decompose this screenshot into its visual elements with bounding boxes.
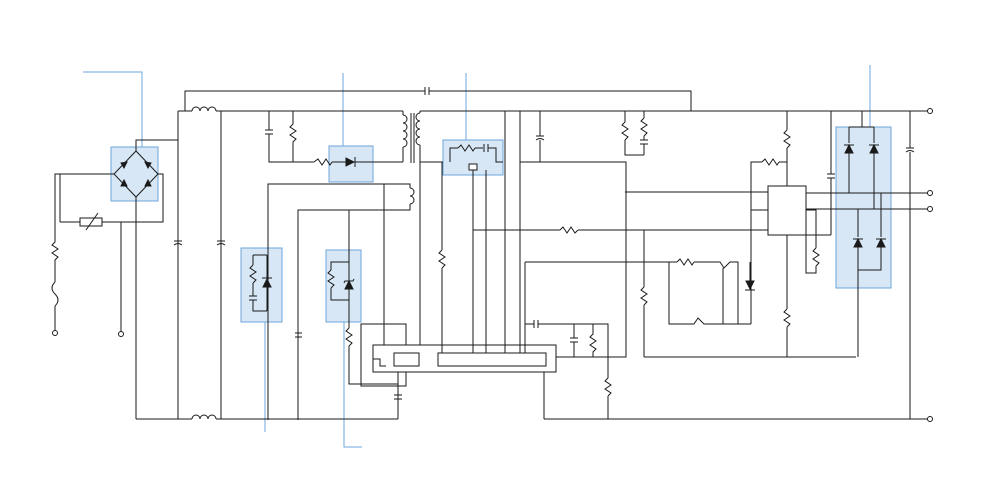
sense-resistor — [604, 377, 612, 397]
output-rectifier — [806, 108, 933, 422]
common-mode-choke-bottom — [191, 414, 217, 420]
clamp-resistor — [289, 111, 297, 162]
rcd-diode — [345, 157, 356, 167]
bridge-rectifier-highlight — [110, 146, 159, 202]
bridge-diode-3 — [120, 178, 128, 187]
rcd-network-left — [249, 254, 302, 338]
rcd-resistor — [313, 158, 333, 166]
leader-lines — [83, 65, 871, 448]
input-section — [51, 139, 226, 419]
output-rectifier-highlight — [835, 126, 892, 289]
rz-network-highlight — [325, 249, 362, 323]
output-terminal-3 — [927, 206, 933, 212]
right-resistor-3 — [640, 286, 648, 306]
output-terminal-2 — [927, 190, 933, 196]
opto-resistor — [676, 258, 695, 266]
right-resistor-2 — [640, 117, 648, 137]
controller-ic — [437, 352, 547, 367]
snubber-resistor — [457, 144, 476, 152]
rcd-left-resistor — [249, 264, 257, 284]
input-fuse — [51, 281, 59, 307]
secondary-section — [438, 111, 770, 419]
controller-resistor — [761, 158, 780, 166]
secondary-resistor — [438, 249, 446, 269]
main-buses — [136, 87, 928, 420]
transformer-secondary — [415, 112, 421, 146]
output-terminal-1 — [927, 108, 933, 114]
ic-output-resistor — [812, 247, 820, 267]
feedback-resistor — [559, 226, 579, 234]
gate-resistor — [345, 327, 353, 347]
ntc-thermistor — [79, 217, 103, 227]
leader-line-rz — [343, 322, 362, 448]
bridge-diode-1 — [120, 161, 128, 170]
input-terminal-n — [118, 331, 124, 337]
control-diode — [745, 280, 755, 291]
mosfet-package — [393, 352, 420, 367]
aux-winding — [409, 187, 415, 205]
transformer-primary — [402, 114, 408, 148]
rz-resistor — [327, 269, 335, 289]
right-control-section — [621, 111, 856, 358]
right-resistor-1 — [621, 121, 629, 141]
output-terminal-4 — [927, 416, 933, 422]
bridge-diode-4 — [144, 178, 152, 187]
ic-bias-resistor — [783, 308, 791, 328]
bridge-diode-2 — [144, 161, 152, 170]
snubber-node — [468, 163, 478, 171]
control-ic — [767, 185, 807, 236]
common-mode-choke-top — [191, 106, 217, 112]
leader-line-bridge — [83, 71, 143, 147]
input-resistor — [51, 238, 59, 282]
rcd-network-left-highlight — [240, 247, 283, 323]
input-terminal-l — [52, 330, 58, 336]
ic-supply-resistor — [783, 129, 791, 149]
primary-section — [265, 111, 443, 420]
